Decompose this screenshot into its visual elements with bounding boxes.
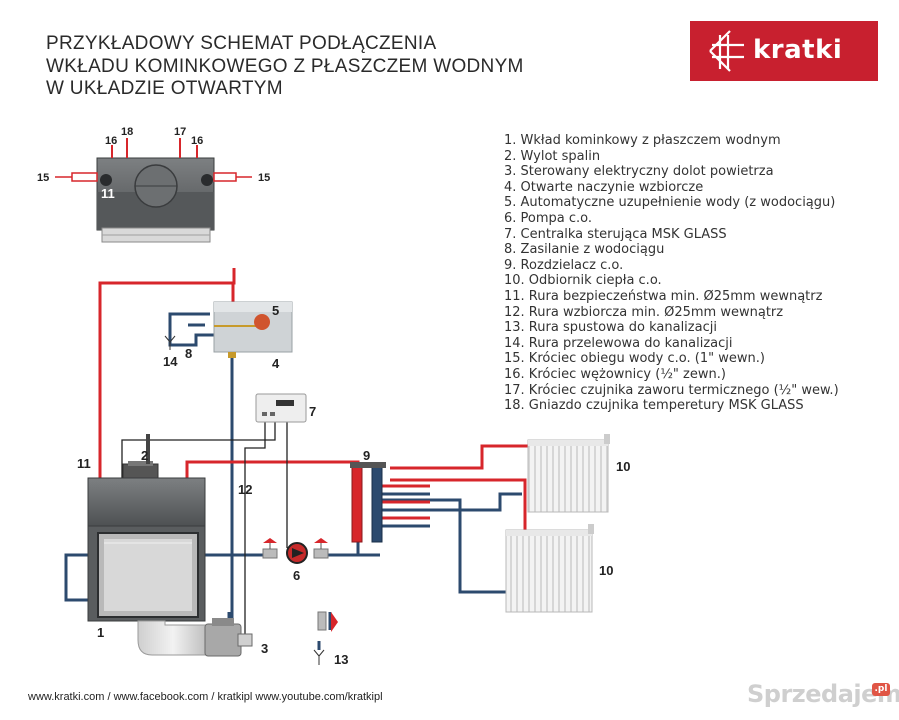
label-1: 1 (97, 625, 104, 640)
label-6: 6 (293, 568, 300, 583)
logo-text: kratki (753, 35, 843, 65)
label-7: 7 (309, 404, 316, 419)
legend-item: 12. Rura wzbiorcza min. Ø25mm wewnątrz (504, 304, 784, 320)
legend-item: 2. Wylot spalin (504, 148, 601, 164)
overflow-outlet (164, 335, 176, 350)
legend-item: 4. Otwarte naczynie wzbiorcze (504, 179, 704, 195)
legend-item: 7. Centralka sterująca MSK GLASS (504, 226, 727, 242)
title-line-1: PRZYKŁADOWY SCHEMAT PODŁĄCZENIA (46, 33, 437, 54)
legend-item: 13. Rura spustowa do kanalizacji (504, 320, 717, 336)
legend-item: 3. Sterowany elektryczny dolot powietrza (504, 164, 774, 180)
logo-mark-icon (709, 30, 744, 72)
control-unit-msk-glass (255, 393, 307, 423)
footer-links[interactable]: www.kratki.com / www.facebook.com / krat… (28, 691, 383, 703)
label-3: 3 (261, 641, 268, 656)
label-11: 11 (77, 456, 91, 471)
label-13: 13 (334, 652, 348, 667)
legend-item: 16. Króciec wężownicy (½" zewn.) (504, 366, 726, 382)
title-line-2: WKŁADU KOMINKOWEGO Z PŁASZCZEM WODNYM (46, 55, 524, 77)
page-title: PRZYKŁADOWY SCHEMAT PODŁĄCZENIA WKŁADU K… (46, 33, 524, 101)
distributor-outlets (380, 484, 430, 528)
kratki-logo[interactable]: kratki (690, 21, 878, 81)
legend-item: 6. Pompa c.o. (504, 210, 593, 226)
legend-item: 18. Gniazdo czujnika temperetury MSK GLA… (504, 398, 804, 414)
label-11-top: 11 (101, 186, 115, 201)
title-line-3: W UKŁADZIE OTWARTYM (46, 78, 283, 99)
control-wires (121, 420, 288, 635)
label-4: 4 (272, 356, 280, 371)
return-piping (64, 312, 522, 650)
label-16a: 16 (105, 135, 117, 147)
legend-item: 1. Wkład kominkowy z płaszczem wodnym (504, 133, 781, 148)
legend-item: 8. Zasilanie z wodociągu (504, 242, 665, 258)
legend-item: 15. Króciec obiegu wody c.o. (1" wewn.) (504, 351, 765, 367)
air-inlet-duct (137, 618, 253, 657)
legend-item: 17. Króciec czujnika zaworu termicznego … (504, 382, 839, 398)
fireplace-insert (87, 434, 206, 622)
label-9: 9 (363, 448, 370, 463)
label-16b: 16 (191, 135, 203, 147)
component-legend: 1. Wkład kominkowy z płaszczem wodnym 2.… (504, 133, 839, 414)
insert-top-view (55, 138, 252, 243)
label-2: 2 (141, 448, 148, 463)
radiator-upper (527, 434, 610, 513)
watermark-badge: .pl (872, 683, 890, 696)
heating-distributor (350, 462, 386, 543)
legend-item: 11. Rura bezpieczeństwa min. Ø25mm wewną… (504, 288, 823, 304)
legend-item: 9. Rozdzielacz c.o. (504, 257, 624, 273)
expansion-vessel (213, 301, 293, 358)
label-17: 17 (174, 126, 186, 138)
label-5: 5 (272, 303, 279, 318)
label-15a: 15 (37, 172, 49, 184)
pump-and-valves (262, 538, 329, 564)
label-15b: 15 (258, 172, 270, 184)
label-8: 8 (185, 346, 192, 361)
label-14: 14 (163, 354, 178, 369)
drain-valve (313, 611, 338, 665)
label-18: 18 (121, 126, 133, 138)
radiator-lower (505, 524, 594, 613)
label-12: 12 (238, 482, 252, 497)
legend-item: 5. Automatyczne uzupełnienie wody (z wod… (504, 195, 836, 211)
label-10a: 10 (616, 459, 630, 474)
legend-item: 10. Odbiornik ciepła c.o. (504, 273, 662, 289)
legend-item: 14. Rura przelewowa do kanalizacji (504, 335, 733, 351)
label-10b: 10 (599, 563, 613, 578)
